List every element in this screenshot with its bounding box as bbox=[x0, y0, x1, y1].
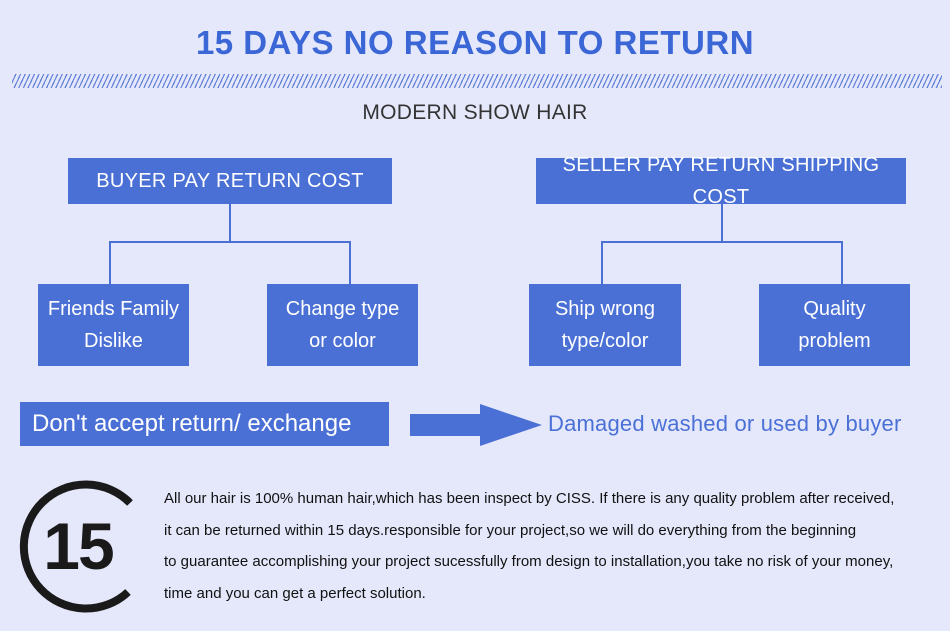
friends-family-dislike-box: Friends Family Dislike bbox=[38, 284, 189, 366]
badge-number: 15 bbox=[43, 509, 113, 583]
seller-connector-stem bbox=[721, 204, 723, 242]
or-color-line: or color bbox=[309, 330, 376, 352]
buyer-connector-right bbox=[349, 241, 351, 285]
ship-wrong-line: Ship wrong bbox=[554, 298, 656, 320]
no-return-box: Don't accept return/ exchange bbox=[20, 402, 389, 446]
note-line-2: it can be returned within 15 days.respon… bbox=[164, 521, 857, 539]
return-policy-note: All our hair is 100% human hair,which ha… bbox=[164, 483, 944, 609]
type-color-line: type/color bbox=[561, 330, 649, 352]
buyer-connector-bar bbox=[109, 241, 351, 243]
page-title: 15 DAYS NO REASON TO RETURN bbox=[195, 24, 755, 61]
ship-wrong-type-box: Ship wrong type/color bbox=[529, 284, 681, 366]
damaged-used-reason: Damaged washed or used by buyer bbox=[548, 411, 902, 436]
problem-line: problem bbox=[798, 330, 871, 352]
buyer-connector-left bbox=[109, 241, 111, 285]
buyer-pay-heading: BUYER PAY RETURN COST bbox=[96, 170, 364, 192]
seller-pay-heading: SELLER PAY RETURN SHIPPING COST bbox=[562, 154, 880, 208]
buyer-connector-stem bbox=[229, 204, 231, 242]
quality-line: Quality bbox=[803, 298, 866, 320]
badge-ring bbox=[19, 480, 133, 613]
fifteen-days-badge-icon: 15 bbox=[19, 480, 133, 613]
brand-subtitle: MODERN SHOW HAIR bbox=[362, 101, 588, 124]
change-type-color-box: Change type or color bbox=[267, 284, 418, 366]
note-line-1: All our hair is 100% human hair,which ha… bbox=[164, 490, 895, 507]
seller-connector-left bbox=[601, 241, 603, 285]
seller-connector-right bbox=[841, 241, 843, 285]
hatched-divider bbox=[12, 74, 942, 88]
quality-problem-box: Quality problem bbox=[759, 284, 910, 366]
seller-connector-bar bbox=[601, 241, 843, 243]
note-line-3: to guarantee accomplishing your project … bbox=[164, 553, 894, 570]
seller-pay-heading-box: SELLER PAY RETURN SHIPPING COST bbox=[536, 154, 906, 208]
note-line-4: time and you can get a perfect solution. bbox=[164, 584, 426, 602]
right-arrow-icon bbox=[410, 404, 542, 446]
friends-family-line: Friends Family bbox=[47, 298, 180, 320]
dislike-line: Dislike bbox=[84, 330, 143, 352]
buyer-pay-heading-box: BUYER PAY RETURN COST bbox=[68, 158, 392, 204]
change-type-line: Change type bbox=[285, 298, 400, 320]
arrow-shape bbox=[410, 404, 542, 446]
no-return-text: Don't accept return/ exchange bbox=[32, 410, 352, 437]
